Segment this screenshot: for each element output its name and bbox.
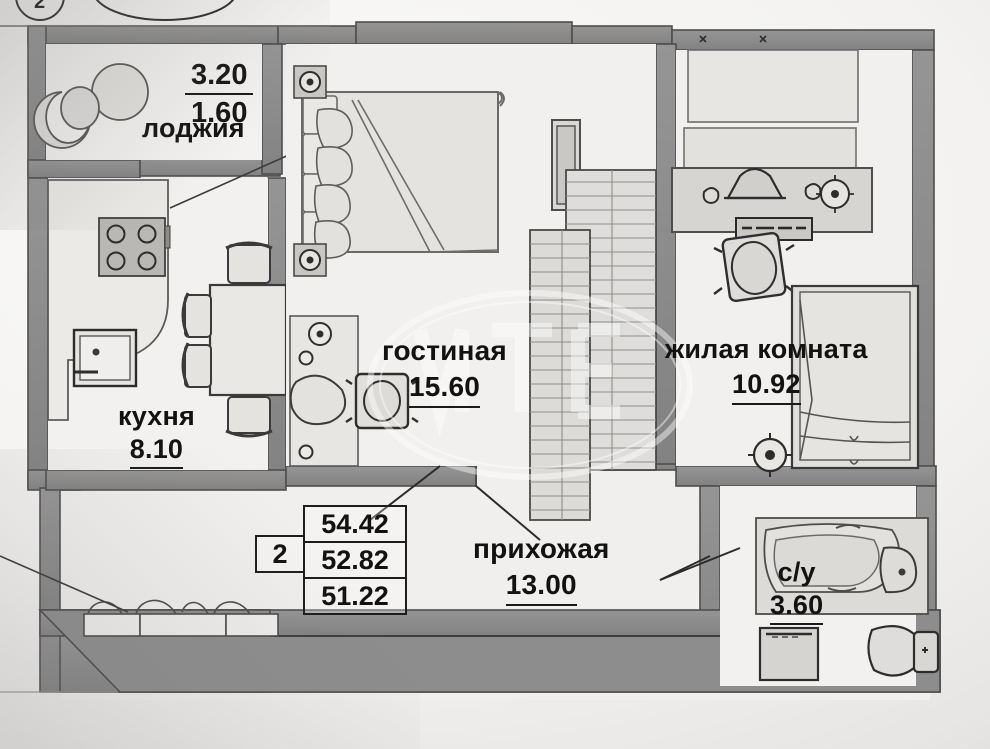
media-zone: [289, 315, 419, 467]
dining-set: [181, 241, 288, 438]
bathtub: [755, 517, 929, 615]
plan-marker-number: 2: [34, 0, 45, 13]
sofa-bed: [301, 91, 505, 259]
room-label-bathroom: с/у 3.60: [770, 556, 824, 625]
loggia-dim-top: 3.20: [185, 58, 254, 95]
room-label-loggia: лоджия: [142, 113, 245, 144]
bedroom-area: 10.92: [665, 367, 868, 405]
wardrobe-units: [529, 169, 657, 521]
bathroom-room: [720, 486, 940, 686]
bed: [790, 284, 920, 470]
bedroom-niche: [687, 49, 859, 123]
desk-lamp: [726, 167, 784, 200]
dining-chair: [181, 292, 212, 338]
floor-fixture: [748, 433, 792, 477]
room-label-bedroom: жилая комната 10.92: [665, 332, 868, 405]
office-chair: [713, 231, 795, 303]
bathroom-area: 3.60: [770, 589, 824, 625]
loggia-room: [33, 44, 262, 160]
loggia-chair: [33, 86, 100, 149]
rooms-count-cell: 2: [255, 535, 305, 573]
loggia-dimension: 3.20 1.60: [185, 58, 254, 130]
room-label-kitchen: кухня 8.10: [118, 400, 195, 469]
toilet: [867, 625, 940, 677]
bottom-windows: [83, 599, 279, 637]
bedroom-room: [671, 35, 920, 477]
loggia-table: [91, 63, 149, 121]
loggia-name: лоджия: [142, 113, 245, 143]
bedroom-name: жилая комната: [665, 334, 868, 364]
top-crop-elements: [0, 0, 330, 27]
bedroom-window-marks: [699, 35, 767, 43]
total-with-loggia-cell: 54.42: [303, 505, 407, 543]
living-room: [286, 44, 657, 541]
room-label-hall: прихожая 13.00: [473, 531, 610, 606]
living-area-cell: 51.22: [303, 577, 407, 615]
living-area: 15.60: [382, 369, 507, 408]
loggia-dim-bottom: 1.60: [191, 97, 248, 129]
total-area-cell: 52.82: [303, 541, 407, 579]
dining-chair: [225, 241, 273, 284]
column-markers: [293, 65, 327, 277]
area-summary-table: 2 54.42 52.82 51.22: [255, 505, 407, 615]
watermark: [367, 290, 693, 480]
dining-chair: [225, 396, 273, 438]
photo-crease: [0, 555, 129, 693]
bathroom-name: с/у: [777, 557, 816, 587]
kitchen-area: 8.10: [118, 433, 195, 469]
dining-chair: [181, 342, 212, 388]
room-label-living: гостиная 15.60: [382, 333, 507, 408]
armchair: [289, 374, 346, 426]
washing-machine: [758, 626, 820, 682]
dining-table: [208, 283, 288, 397]
kitchen-name: кухня: [118, 401, 195, 431]
hallway-door-lines: [659, 547, 741, 581]
kitchen-room: [47, 149, 301, 470]
swivel-chair: [345, 372, 419, 430]
kitchen-sink: [72, 328, 138, 388]
desk: [671, 127, 873, 241]
living-name: гостиная: [382, 335, 507, 366]
hall-name: прихожая: [473, 533, 610, 564]
hall-area: 13.00: [473, 567, 610, 606]
